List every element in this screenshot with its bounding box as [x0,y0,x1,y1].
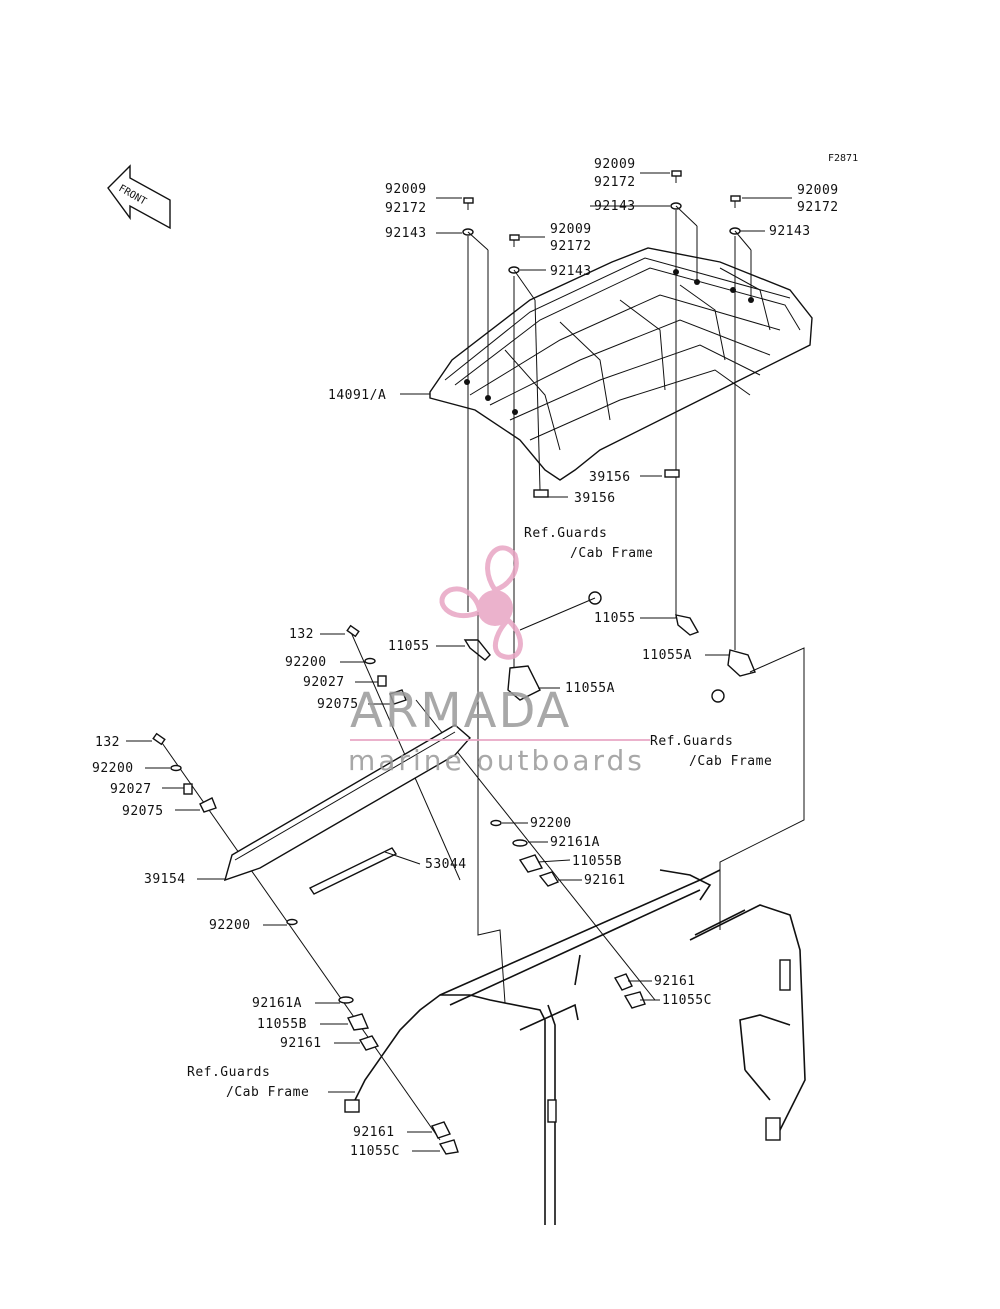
callout: 39156 [574,491,616,506]
callout-labels: 92009 92172 92143 92009 92172 92143 9200… [92,157,839,1159]
callout: 11055B [572,854,622,869]
callout: 92200 [209,918,251,933]
callout: 53044 [425,857,467,872]
callout: /Cab Frame [689,754,772,769]
callout: 92143 [550,264,592,279]
callout: 39156 [589,470,631,485]
callout: 11055 [388,639,430,654]
callout: 11055 [594,611,636,626]
callout: 92009 [594,157,636,172]
roof-panel [429,247,813,481]
callout: /Cab Frame [226,1085,309,1100]
callout: Ref.Guards [524,526,607,541]
callout: 39154 [144,872,186,887]
armada-watermark: ARMADA marine outboards [348,545,650,777]
callout: 92009 [550,222,592,237]
callout: 92027 [303,675,345,690]
callout: 92009 [797,183,839,198]
callout: 92009 [385,182,427,197]
callout: 92200 [92,761,134,776]
callout: 92161A [550,835,600,850]
callout: 92143 [385,226,427,241]
callout: 92172 [797,200,839,215]
callout: 14091/A [328,388,386,403]
callout: Ref.Guards [650,734,733,749]
callout: 92161 [280,1036,322,1051]
callout: 92172 [385,201,427,216]
callout: 92172 [550,239,592,254]
front-cross-bar [223,724,471,895]
callout: 132 [95,735,120,750]
lower-brackets [286,819,646,1155]
callout: 92161A [252,996,302,1011]
diagram-id: F2871 [828,153,858,164]
callout: 92143 [594,199,636,214]
watermark-brand: ARMADA [350,683,571,739]
callout: 92143 [769,224,811,239]
callout: 11055C [350,1144,400,1159]
callout: Ref.Guards [187,1065,270,1080]
callout: 11055C [662,993,712,1008]
callout: 11055B [257,1017,307,1032]
callout: 92200 [530,816,572,831]
propeller-logo-icon [439,545,523,660]
callout: 92161 [353,1125,395,1140]
callout: 92075 [317,697,359,712]
callout: 92172 [594,175,636,190]
callout: 11055A [642,648,692,663]
callout: 92200 [285,655,327,670]
left-fasteners [152,624,407,813]
callout: 92161 [584,873,626,888]
callout: 132 [289,627,314,642]
callout: 92027 [110,782,152,797]
callout: 92075 [122,804,164,819]
callout: /Cab Frame [570,546,653,561]
watermark-tagline: marine outboards [348,744,645,777]
callout: 11055A [565,681,615,696]
callout: 92161 [654,974,696,989]
cab-frame [344,869,806,1225]
front-arrow-icon: FRONT [107,164,171,230]
